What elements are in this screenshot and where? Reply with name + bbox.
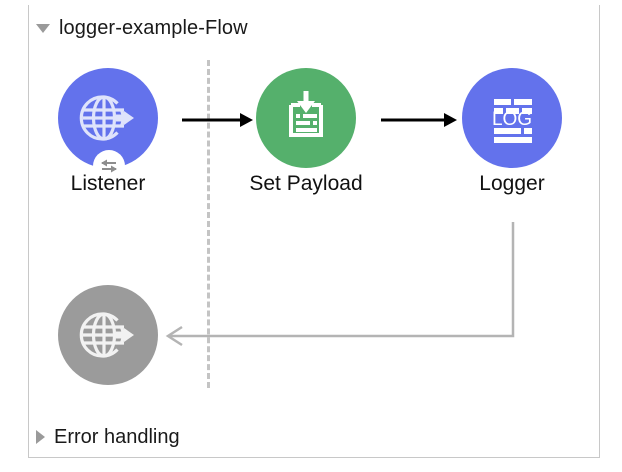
flow-node-logger[interactable]: LOG Logger [462, 68, 562, 195]
flow-header[interactable]: logger-example-Flow [28, 12, 600, 44]
node-circle[interactable]: LOG [462, 68, 562, 168]
node-label: Listener [70, 172, 146, 195]
set-payload-icon [289, 91, 323, 137]
flow-node-listener[interactable]: Listener [58, 68, 158, 195]
node-label: Logger [479, 172, 545, 195]
page-title: logger-example-Flow [59, 16, 248, 39]
node-circle[interactable] [256, 68, 356, 168]
node-circle[interactable] [58, 285, 158, 385]
error-handling-section[interactable]: Error handling [28, 420, 600, 454]
triangle-down-icon[interactable] [36, 23, 50, 33]
log-icon-text: LOG [492, 109, 532, 130]
globe-arrow-icon [79, 312, 134, 358]
node-circle[interactable] [58, 68, 158, 182]
error-handling-label: Error handling [54, 425, 180, 448]
log-icon: LOG [492, 99, 532, 143]
flow-node-error-response[interactable] [58, 285, 158, 385]
globe-arrow-icon [79, 95, 134, 141]
triangle-right-icon[interactable] [36, 430, 45, 444]
flow-source-divider [207, 60, 210, 388]
flow-node-set-payload[interactable]: Set Payload [249, 68, 363, 195]
request-response-icon [93, 150, 125, 182]
node-label: Set Payload [249, 172, 363, 195]
